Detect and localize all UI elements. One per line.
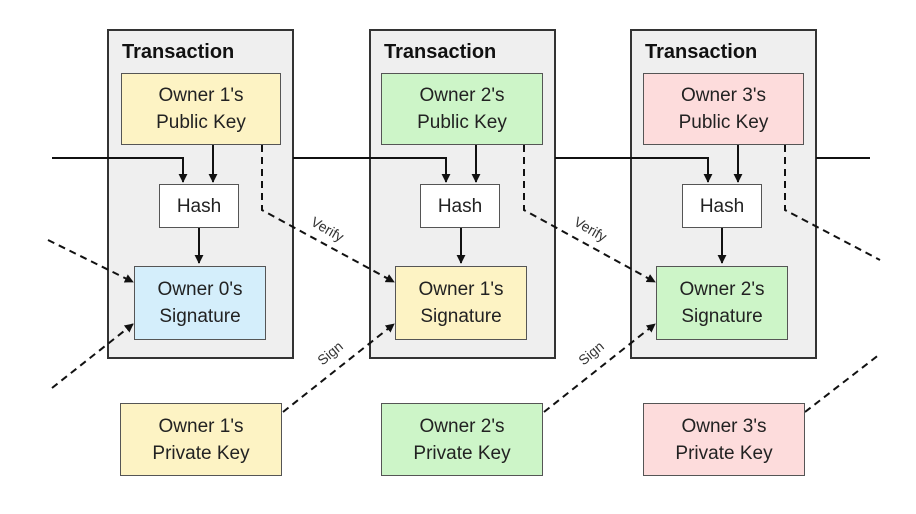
signature-2-line-1: Owner 1's bbox=[418, 279, 504, 300]
public-key-3-line-2: Public Key bbox=[678, 112, 769, 133]
signature-3-line-1: Owner 2's bbox=[679, 279, 765, 300]
chain-line-1 bbox=[52, 157, 188, 183]
verify-line-2 bbox=[523, 145, 656, 283]
hash-node-1: Hash bbox=[159, 184, 239, 228]
sign-line-out bbox=[804, 353, 881, 413]
private-key-1-line-1: Owner 1's bbox=[158, 415, 244, 437]
hash-3-label: Hash bbox=[699, 195, 745, 217]
sign-line-1 bbox=[282, 323, 395, 413]
verify-line-in bbox=[47, 239, 134, 283]
chain-line-3 bbox=[555, 157, 713, 183]
private-key-3-line-2: Private Key bbox=[675, 442, 773, 464]
hash-node-2: Hash bbox=[420, 184, 500, 228]
public-key-2-line-1: Owner 2's bbox=[419, 85, 505, 106]
public-key-1-line-2: Public Key bbox=[156, 112, 246, 133]
sign-line-in bbox=[51, 323, 134, 389]
transaction-title-1: Transaction bbox=[122, 41, 235, 63]
signature-3-line-2: Signature bbox=[681, 306, 763, 327]
hash-2-label: Hash bbox=[437, 195, 483, 217]
chain-line-2 bbox=[293, 157, 451, 183]
sign-line-2 bbox=[543, 323, 656, 413]
private-key-2-line-1: Owner 2's bbox=[419, 415, 505, 437]
transaction-title-3: Transaction bbox=[645, 41, 758, 63]
private-key-2-line-2: Private Key bbox=[413, 442, 511, 464]
signature-1-line-2: Signature bbox=[159, 306, 241, 327]
public-key-1-line-1: Owner 1's bbox=[158, 85, 244, 106]
private-key-3-line-1: Owner 3's bbox=[681, 415, 767, 437]
signature-2-line-2: Signature bbox=[420, 306, 502, 327]
private-key-1-line-2: Private Key bbox=[152, 442, 250, 464]
hash-1-label: Hash bbox=[176, 195, 222, 217]
verify-line-1 bbox=[261, 145, 395, 283]
public-key-2-line-2: Public Key bbox=[417, 112, 507, 133]
signature-1-line-1: Owner 0's bbox=[157, 279, 243, 300]
public-key-3-line-1: Owner 3's bbox=[681, 85, 766, 106]
hash-node-3: Hash bbox=[682, 184, 762, 228]
verify-line-out bbox=[784, 145, 881, 261]
transaction-title-2: Transaction bbox=[384, 41, 497, 63]
